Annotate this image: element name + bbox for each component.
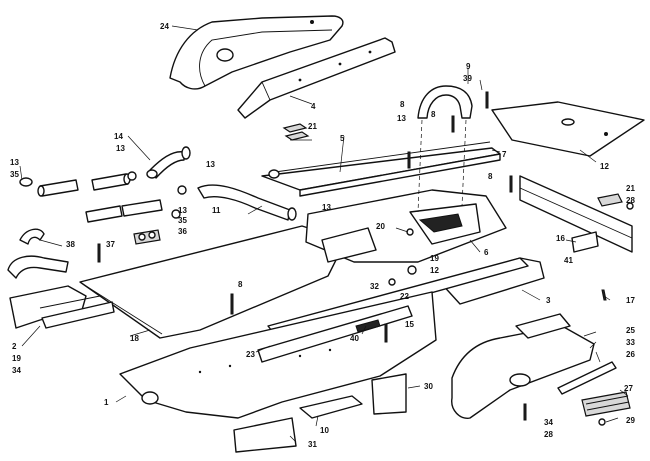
callout-6: 6: [484, 248, 489, 257]
callout-2: 2: [12, 342, 17, 351]
callout-31: 31: [308, 440, 317, 449]
callout-24: 24: [160, 22, 169, 31]
part-26-strip: [557, 361, 617, 395]
callout-32: 32: [370, 282, 379, 291]
callout-10: 10: [320, 426, 329, 435]
callout-12: 12: [600, 162, 609, 171]
callout-19: 19: [430, 254, 439, 263]
callout-1: 1: [104, 398, 109, 407]
callout-19: 19: [12, 354, 21, 363]
callout-13: 13: [397, 114, 406, 123]
callout-27: 27: [624, 384, 633, 393]
part-2-bracket: [9, 285, 115, 329]
callout-30: 30: [424, 382, 433, 391]
part-27-plate: [581, 391, 631, 417]
callout-25: 25: [626, 326, 635, 335]
part-25-guard: [451, 313, 595, 419]
callout-15: 15: [405, 320, 414, 329]
callout-4: 4: [311, 102, 316, 111]
callout-8: 8: [400, 100, 405, 109]
callout-13: 13: [322, 203, 331, 212]
callout-12: 12: [430, 266, 439, 275]
callout-8: 8: [431, 110, 436, 119]
callout-13: 13: [206, 160, 215, 169]
fasteners: [97, 91, 634, 426]
callout-33: 33: [626, 338, 635, 347]
part-18-tunnel-plate: [79, 225, 347, 339]
part-center-deck: [305, 189, 507, 263]
callout-13: 13: [10, 158, 19, 167]
callout-18: 18: [130, 334, 139, 343]
callout-35: 35: [10, 170, 19, 179]
part-14-hose: [146, 146, 191, 179]
leader-lines: [19, 25, 629, 443]
part-24-belt-guard: [169, 15, 344, 90]
callout-13: 13: [178, 206, 187, 215]
part-13-clamp: [268, 169, 280, 179]
callout-40: 40: [350, 334, 359, 343]
callout-29: 29: [626, 416, 635, 425]
callout-38: 38: [66, 240, 75, 249]
callout-21: 21: [626, 184, 635, 193]
part-4-panel: [237, 37, 396, 119]
callout-35: 35: [178, 216, 187, 225]
callout-8: 8: [238, 280, 243, 289]
callout-17: 17: [626, 296, 635, 305]
callout-22: 22: [400, 292, 409, 301]
callout-13: 13: [116, 144, 125, 153]
callout-26: 26: [626, 350, 635, 359]
part-11-hose: [197, 184, 297, 221]
part-16-rail: [519, 175, 633, 253]
part-36-clamp: [133, 229, 161, 245]
callout-28: 28: [626, 196, 635, 205]
part-30-bracket: [371, 373, 407, 415]
part-10-bracket: [299, 395, 363, 419]
callout-23: 23: [246, 350, 255, 359]
part-1-chassis: [119, 291, 437, 419]
callout-7: 7: [502, 150, 507, 159]
callout-8: 8: [488, 172, 493, 181]
part-12-cover-plate: [491, 101, 645, 157]
part-38-hose: [7, 228, 69, 279]
part-35-hoses: [19, 171, 187, 223]
callout-5: 5: [340, 134, 345, 143]
callout-3: 3: [546, 296, 551, 305]
callout-37: 37: [106, 240, 115, 249]
callout-36: 36: [178, 227, 187, 236]
callout-21: 21: [308, 122, 317, 131]
part-21-brackets: [282, 123, 310, 141]
part-9-handle: [417, 85, 473, 119]
callout-39: 39: [463, 74, 472, 83]
callout-41: 41: [564, 256, 573, 265]
callout-34: 34: [12, 366, 21, 375]
callout-16: 16: [556, 234, 565, 243]
callout-14: 14: [114, 132, 123, 141]
callout-20: 20: [376, 222, 385, 231]
callout-34: 34: [544, 418, 553, 427]
part-5-rail: [261, 141, 501, 197]
part-31-bracket: [233, 417, 297, 453]
callout-28: 28: [544, 430, 553, 439]
callout-9: 9: [466, 62, 471, 71]
callout-11: 11: [212, 206, 221, 215]
